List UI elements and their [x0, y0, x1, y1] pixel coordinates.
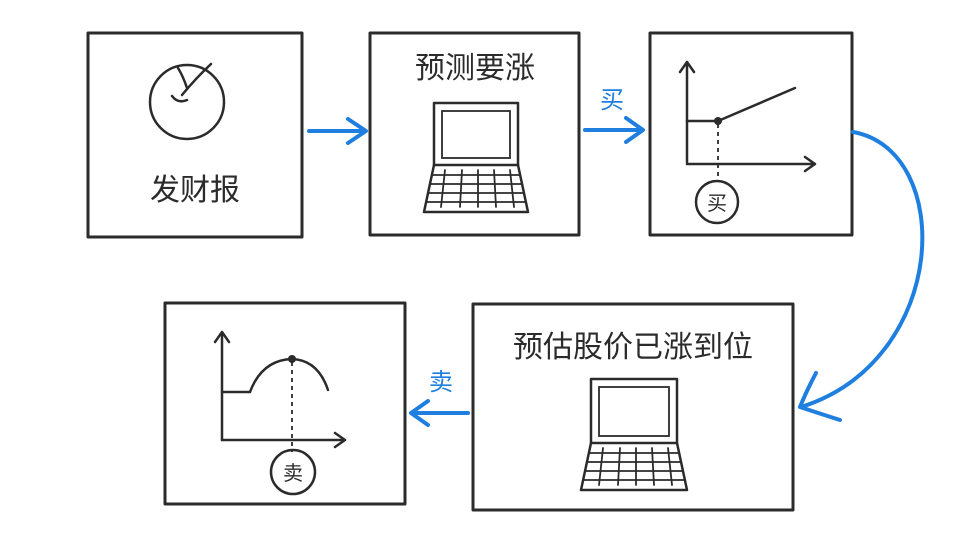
- step-sell-chart-panel: 卖: [163, 301, 407, 506]
- sell-point: [288, 355, 296, 363]
- buy-badge: [694, 179, 740, 225]
- step-buy-chart-panel: 买: [648, 31, 854, 237]
- arrow-sell: 卖: [409, 368, 470, 427]
- step-predict-rise-panel: 预测要涨: [368, 31, 581, 237]
- arrow-buy-label: 买: [600, 86, 624, 114]
- laptop-icon: [422, 101, 530, 214]
- laptop-icon: [579, 377, 689, 492]
- arrow-to-estimate: [798, 130, 925, 422]
- arrow-buy: 买: [583, 86, 645, 144]
- step-estimate-peak-label: 预估股价已涨到位: [513, 330, 753, 365]
- sell-badge-label: 卖: [283, 461, 303, 485]
- sell-badge: [269, 448, 317, 496]
- arrow-earnings-to-predict: [307, 117, 368, 145]
- buy-chart: 买: [678, 60, 817, 225]
- step-estimate-peak-panel: 预估股价已涨到位: [471, 302, 795, 512]
- step-predict-rise-label: 预测要涨: [415, 51, 535, 86]
- apple-icon: [148, 62, 226, 141]
- buy-badge-label: 买: [707, 191, 727, 215]
- step-earnings-label: 发财报: [150, 173, 240, 208]
- sell-chart: 卖: [213, 330, 347, 496]
- arrow-sell-label: 卖: [429, 368, 453, 396]
- step-earnings-panel: 发财报: [86, 31, 304, 239]
- buy-point: [714, 117, 722, 125]
